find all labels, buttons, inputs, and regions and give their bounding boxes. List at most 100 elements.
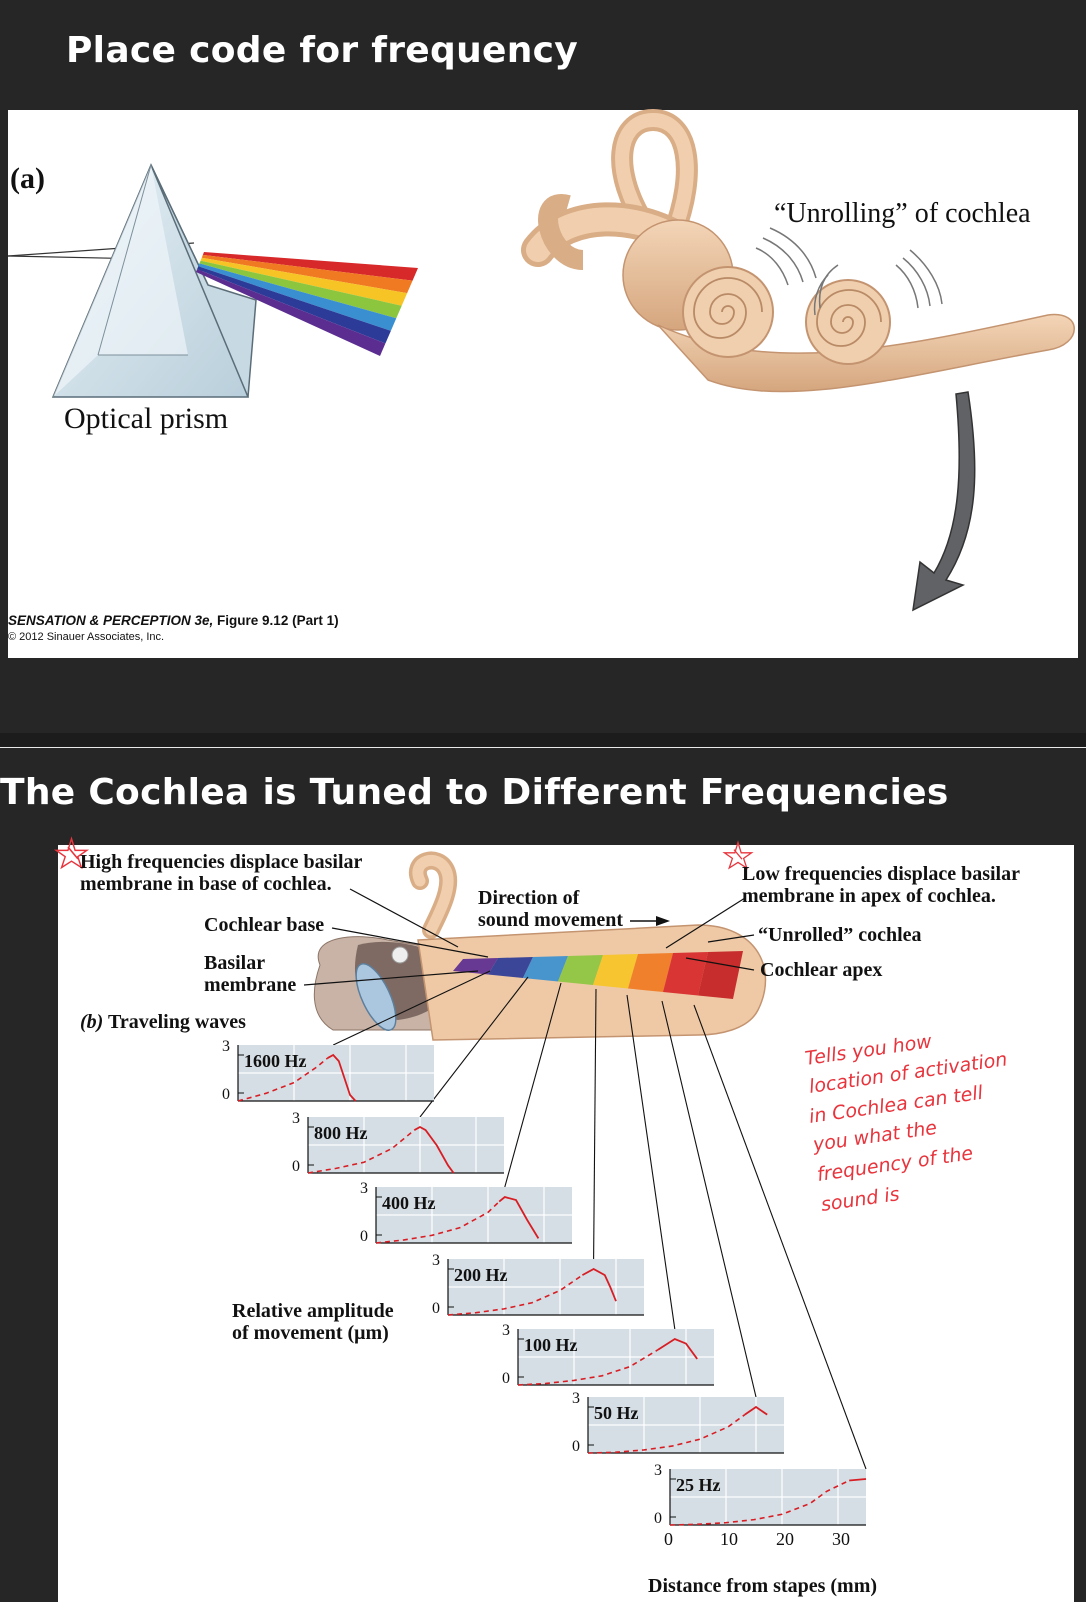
series-label: 200 Hz <box>454 1265 508 1285</box>
high-frequency-caption: High frequencies displace basilar membra… <box>80 851 363 895</box>
y-tick-label: 3 <box>432 1252 440 1269</box>
wave-chart: 3 0 50 Hz <box>572 1390 784 1455</box>
cochlear-apex-label: Cochlear apex <box>760 959 883 981</box>
wave-chart: 3 0 200 Hz <box>432 1252 644 1317</box>
membrane-segment <box>488 957 533 978</box>
x-tick-label: 0 <box>664 1529 673 1549</box>
prism-icon <box>51 163 257 398</box>
series-label: 100 Hz <box>524 1335 578 1355</box>
note-line: sound is <box>820 1183 901 1216</box>
wave-curve-solid <box>744 1405 768 1416</box>
relative-amplitude-label: Relative amplitude of movement (μm) <box>232 1300 394 1344</box>
slide-divider <box>0 733 1086 747</box>
y-tick-label: 3 <box>572 1390 580 1407</box>
x-tick-label: 30 <box>832 1529 850 1549</box>
cochlea-unrolling-label: “Unrolling” of cochlea <box>774 198 1031 229</box>
traveling-wave-charts: 3 0 1600 Hz 3 0 800 Hz 3 0 400 Hz 3 0 200 Hz 3 0 100 H… <box>222 1038 867 1527</box>
unrolled-cochlea-label: “Unrolled” cochlea <box>758 924 922 946</box>
connector-line <box>332 970 491 1046</box>
copyright: © 2012 Sinauer Associates, Inc. <box>8 631 165 643</box>
connector-line <box>419 976 529 1118</box>
y-tick-label: 0 <box>222 1086 230 1103</box>
red-star-icon <box>53 836 90 870</box>
x-tick-label: 20 <box>776 1529 794 1549</box>
low-frequency-caption: Low frequencies displace basilar membran… <box>742 863 1020 907</box>
prism-cochlea-illustration <box>7 108 1075 612</box>
wave-curve-solid <box>413 1125 455 1174</box>
wave-chart: 3 0 1600 Hz <box>222 1038 434 1103</box>
wave-curve-dashed <box>587 1414 746 1454</box>
connector-line <box>626 994 676 1330</box>
series-label: 50 Hz <box>594 1403 639 1423</box>
series-label: 800 Hz <box>314 1123 368 1143</box>
wave-curve-solid <box>498 1196 540 1239</box>
y-tick-label: 0 <box>432 1300 440 1317</box>
wave-curve-dashed <box>237 1057 329 1102</box>
wave-curve-solid <box>327 1053 357 1102</box>
distance-axis: 0 10 20 30 <box>664 1529 850 1549</box>
y-tick-label: 0 <box>360 1228 368 1245</box>
y-tick-label: 3 <box>222 1038 230 1055</box>
y-tick-label: 0 <box>292 1158 300 1175</box>
rainbow-band <box>199 260 402 319</box>
rainbow-spectrum <box>196 252 418 356</box>
figure-panel-a: (a) Optical prism “Unrolling” of cochlea… <box>7 108 1078 658</box>
rainbow-band <box>202 252 418 281</box>
wave-curve-solid <box>657 1337 698 1360</box>
rainbow-band <box>196 269 386 356</box>
wave-curve-solid <box>581 1267 617 1302</box>
wave-curve-dashed <box>447 1274 583 1316</box>
direction-arrow-icon <box>630 916 670 926</box>
rainbow-band <box>197 266 391 344</box>
membrane-segment <box>558 955 603 985</box>
membrane-segment <box>523 956 568 982</box>
series-label: 400 Hz <box>382 1193 436 1213</box>
membrane-segment <box>593 954 638 989</box>
wave-curve-dashed <box>307 1129 415 1174</box>
series-label: 1600 Hz <box>244 1051 307 1071</box>
connector-line <box>593 988 597 1260</box>
connector-lines <box>332 970 867 1470</box>
rainbow-band <box>200 257 408 306</box>
membrane-segment <box>453 958 498 975</box>
figure-credit: SENSATION & PERCEPTION 3e, Figure 9.12 (… <box>8 613 339 628</box>
inner-ear-icon <box>521 108 1075 393</box>
panel-label-a: (a) <box>10 162 45 195</box>
y-tick-label: 0 <box>502 1370 510 1387</box>
cochlear-base-label: Cochlear base <box>204 914 325 936</box>
connector-line <box>693 1004 867 1470</box>
wave-chart: 3 0 800 Hz <box>292 1110 504 1175</box>
traveling-waves-label: (b) Traveling waves <box>80 1011 246 1033</box>
slide-title-cochlea-tuned: The Cochlea is Tuned to Different Freque… <box>0 772 949 813</box>
red-star-icon <box>722 840 754 870</box>
y-tick-label: 0 <box>572 1438 580 1455</box>
slide-divider-line <box>0 747 1086 748</box>
basilar-membrane-label: Basilar membrane <box>204 952 297 996</box>
slide-title-place-code: Place code for frequency <box>66 30 579 71</box>
x-tick-label: 10 <box>720 1529 738 1549</box>
direction-label: Direction of sound movement <box>478 887 624 931</box>
down-arrow-icon <box>912 391 976 612</box>
rainbow-band <box>198 263 397 331</box>
wave-curve-dashed <box>517 1349 659 1386</box>
connector-line <box>504 982 562 1188</box>
x-axis-label: Distance from stapes (mm) <box>648 1575 878 1597</box>
y-tick-label: 3 <box>292 1110 300 1127</box>
y-tick-label: 3 <box>502 1322 510 1339</box>
series-label: 25 Hz <box>676 1475 721 1495</box>
basilar-membrane-strip <box>453 951 743 999</box>
y-tick-label: 0 <box>654 1510 662 1527</box>
wave-chart: 3 0 400 Hz <box>360 1180 572 1245</box>
membrane-segment <box>698 951 743 999</box>
wave-curve-solid <box>849 1478 867 1482</box>
membrane-segment <box>628 953 673 992</box>
connector-line <box>661 1000 757 1398</box>
y-tick-label: 3 <box>360 1180 368 1197</box>
membrane-segment <box>663 952 708 996</box>
wave-chart: 3 0 100 Hz <box>502 1322 714 1387</box>
wave-curve-dashed <box>375 1201 500 1244</box>
